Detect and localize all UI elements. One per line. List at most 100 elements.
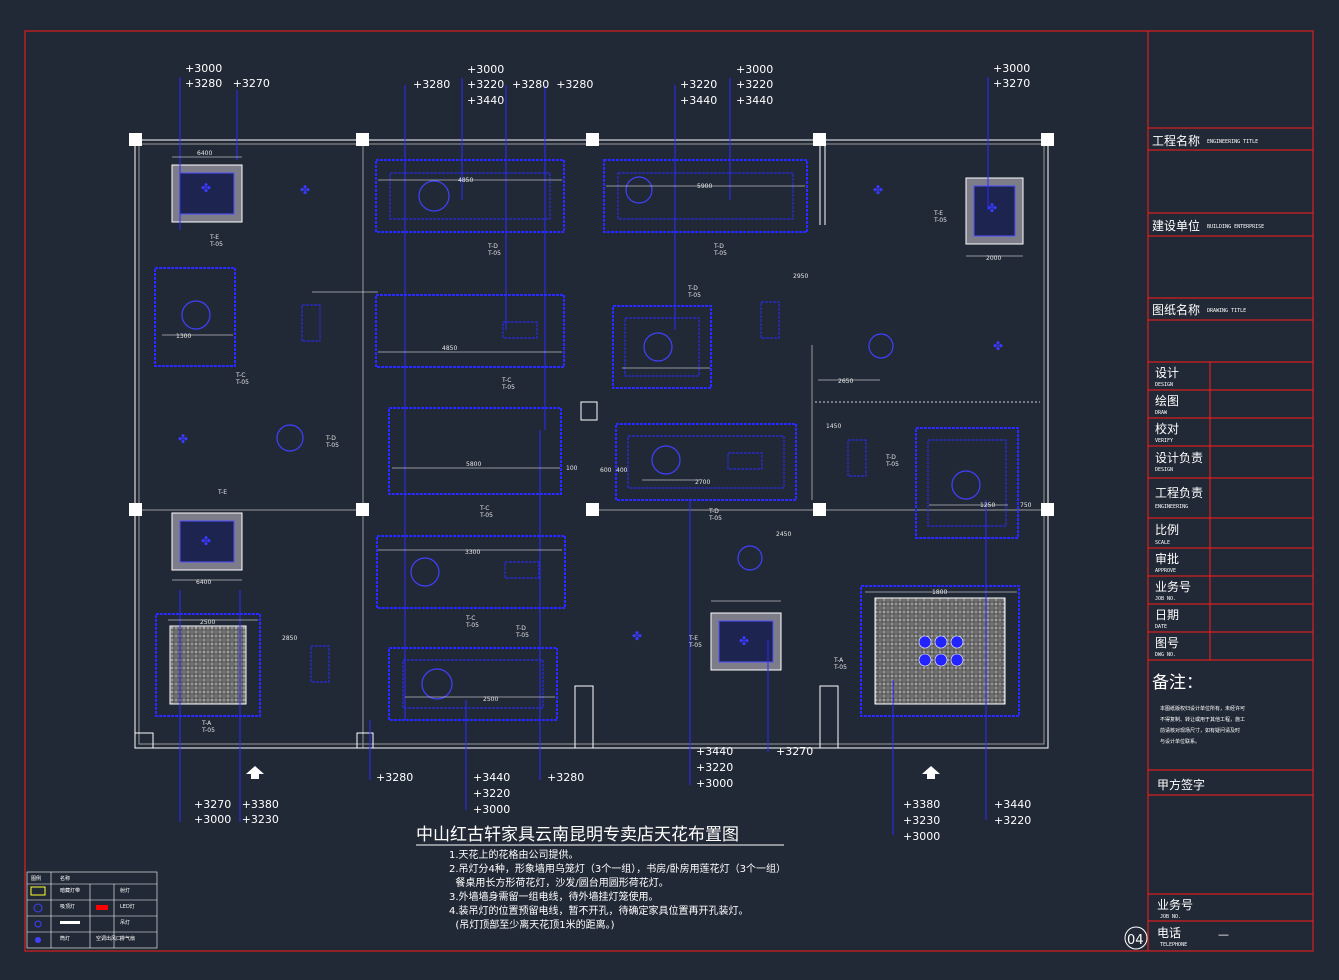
dim-label: 100: [566, 465, 578, 472]
elev-label: +3280 +3270: [185, 77, 270, 90]
dim-label: 1800: [932, 589, 947, 596]
project-name-en: ENGINEERING TITLE: [1207, 139, 1258, 145]
tag-label: T-E: [217, 489, 227, 496]
tb-row-en: DESIGN: [1155, 382, 1173, 388]
entrance-arrow-icon: [246, 766, 940, 779]
tb-row-cn: 设计负责: [1155, 451, 1203, 465]
dim-label: 6400: [197, 150, 212, 157]
dim-label: 750: [1020, 502, 1032, 509]
elev-label: +3220: [467, 78, 504, 91]
dim-label: 1450: [826, 423, 841, 430]
title-block-text: 工程名称 ENGINEERING TITLE 建设单位 BUILDING ENT…: [1152, 133, 1264, 948]
tb-row-en: DRAW: [1155, 410, 1168, 416]
elev-label: +3270: [993, 77, 1030, 90]
legend-spotlight-icon: [35, 937, 41, 943]
elev-label: +3220: [696, 761, 733, 774]
client-en: BUILDING ENTERPRISE: [1207, 224, 1264, 230]
sheet-number-badge: [1124, 926, 1148, 950]
tag-label: T-D: [487, 243, 498, 250]
elev-label: +3270 +3380: [194, 798, 279, 811]
elev-label: +3000 +3230: [194, 813, 279, 826]
legend-item: LED灯: [120, 903, 135, 910]
tb-row-cn: 工程负责: [1155, 485, 1203, 500]
dimension-labels: 6400 4850 5800 3300 2500 2700 4850 1300 …: [176, 150, 1032, 703]
tb-row-en: SCALE: [1155, 540, 1170, 546]
elev-label: +3280: [547, 771, 584, 784]
dim-label: 2000: [986, 255, 1001, 262]
legend-table: 图例 名称 暗藏灯带 吸顶灯 筒灯 射灯 LED灯 吊灯 排气扇 空调出风口: [26, 871, 158, 949]
note-line: 4.装吊灯的位置预留电线，暂不开孔，待确定家具位置再开孔装灯。: [449, 904, 749, 917]
pendant-lamps: [181, 176, 981, 700]
dim-label: 2950: [793, 273, 808, 280]
hatched-walls: [134, 401, 839, 749]
tag-label: T-E: [933, 210, 943, 217]
phone-label: 电话: [1157, 926, 1181, 940]
tag-label: T-D: [713, 243, 724, 250]
drawing-title: 中山红古轩家具云南昆明专卖店天花布置图: [416, 825, 739, 845]
lattice-panel-right: [874, 597, 1006, 705]
remarks-line: 前请核对现场尺寸，如有疑问请及时: [1160, 727, 1240, 734]
legend-item: 空调出风口: [96, 935, 121, 942]
elev-label: +3000: [467, 63, 504, 76]
svg-text:✤: ✤: [201, 534, 211, 548]
tag-label: T-D: [325, 435, 336, 442]
dim-label: 400: [616, 467, 628, 474]
elev-label: +3280: [413, 78, 450, 91]
elev-label: +3220: [680, 78, 717, 91]
dim-label: 4850: [458, 177, 473, 184]
tb-row-cn: 日期: [1155, 608, 1179, 622]
drawing-notes: 1.天花上的花格由公司提供。 2.吊灯分4种，形象墙用乌笼灯（3个一组），书房/…: [449, 848, 786, 931]
note-line: 2.吊灯分4种，形象墙用乌笼灯（3个一组），书房/卧房用莲花灯（3个一组）: [449, 862, 786, 875]
dim-label: 1300: [176, 333, 191, 340]
remarks-title: 备注：: [1152, 673, 1203, 693]
job-no-label: 业务号: [1157, 897, 1193, 912]
dim-label: 1250: [980, 502, 995, 509]
svg-text:✤: ✤: [873, 183, 883, 197]
svg-text:✤: ✤: [178, 432, 188, 446]
legend-downlight-icon: [34, 920, 42, 928]
tag-label: T-A: [833, 657, 844, 664]
tag-label: T-05: [201, 727, 215, 734]
tag-label: T-05: [209, 241, 223, 248]
tag-label: T-C: [501, 377, 511, 384]
note-line: (吊灯顶部至少离天花顶1米的距离。): [449, 918, 615, 931]
elev-label: +3270: [776, 745, 813, 758]
tag-label: T-C: [235, 372, 245, 379]
svg-text:✤: ✤: [739, 634, 749, 648]
sheet-border: [24, 30, 1314, 952]
legend-strip-light-icon: [30, 886, 46, 896]
tb-row-cn: 绘图: [1155, 393, 1179, 408]
tb-row-cn: 设计: [1155, 366, 1179, 380]
elev-label: +3000: [696, 777, 733, 790]
elev-label: +3440: [680, 94, 717, 107]
tb-row-en: JOB NO.: [1155, 596, 1176, 602]
elev-label: +3440: [467, 94, 504, 107]
elev-label: +3000: [903, 830, 940, 843]
sheet-number: 04: [1127, 933, 1144, 948]
elev-label: +3440: [736, 94, 773, 107]
elev-label: +3280 +3280: [512, 78, 593, 91]
tag-label: T-E: [688, 635, 698, 642]
remarks-line: 不得复制、转让或用于其他工程，施工: [1160, 716, 1245, 723]
client-label: 建设单位: [1152, 218, 1200, 233]
remarks-line: 与设计单位联系。: [1160, 738, 1200, 745]
phone-en: TELEPHONE: [1160, 942, 1187, 948]
legend-item: 排气扇: [120, 935, 135, 942]
elev-label: +3220: [736, 78, 773, 91]
legend-header: 名称: [60, 875, 70, 882]
tb-row-cn: 业务号: [1155, 579, 1191, 594]
elev-label: +3440: [696, 745, 733, 758]
legend-item: 筒灯: [60, 935, 70, 942]
tag-label: T-05: [515, 632, 529, 639]
elev-label: +3220: [473, 787, 510, 800]
lattice-panel-left: [169, 625, 247, 705]
elevation-labels-top: +3000 +3280 +3270 +3000 +3220 +3440 +328…: [185, 62, 1030, 107]
dim-label: 2450: [776, 531, 791, 538]
legend-ceiling-light-icon: [33, 903, 43, 913]
svg-text:✤: ✤: [201, 181, 211, 195]
fan-symbols: ✤✤✤ ✤✤✤ ✤✤✤: [178, 181, 1003, 648]
tb-row-cn: 图号: [1155, 636, 1179, 650]
note-line: 1.天花上的花格由公司提供。: [449, 848, 579, 861]
tag-label: T-C: [465, 615, 475, 622]
elev-label: +3000: [993, 62, 1030, 75]
